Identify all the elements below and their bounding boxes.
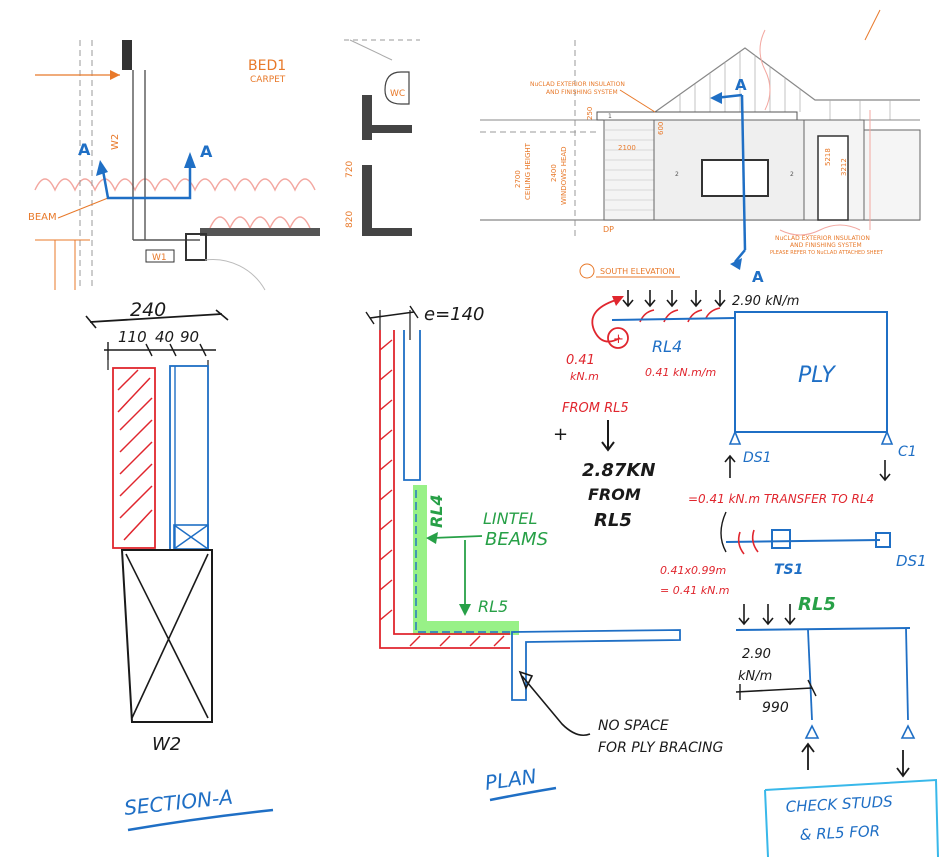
calc-ts1-label: TS1 bbox=[774, 562, 803, 578]
calc-support-c1: C1 bbox=[898, 444, 917, 460]
section-overall-width: 240 bbox=[130, 299, 166, 321]
cladding-note-top-2: AND FINISHING SYSTEM bbox=[546, 89, 618, 96]
calc-moment-value-1: 0.41 bbox=[566, 353, 595, 368]
cladding-note-bottom-1: NuCLAD EXTERIOR INSULATION bbox=[775, 235, 870, 242]
calc-plus: + bbox=[553, 424, 568, 445]
section-marker-left: A bbox=[78, 140, 91, 159]
elevation-marker-bottom: A bbox=[752, 268, 764, 286]
dim-600: 600 bbox=[657, 122, 665, 135]
check-note-box bbox=[764, 778, 939, 857]
check-note-2: & RL5 FOR bbox=[799, 822, 880, 844]
windows-head-value: 2400 bbox=[550, 164, 558, 182]
dim-250: 250 bbox=[586, 107, 594, 120]
panel-marker-3: 2 bbox=[790, 171, 794, 178]
plan-rl5-label: RL5 bbox=[478, 597, 508, 616]
scallop-line-left bbox=[34, 178, 316, 192]
floor-plan-window-label: W1 bbox=[152, 253, 167, 263]
calc-udl: 2.90 kN/m bbox=[732, 294, 799, 309]
calc-udl-2-value: 2.90 bbox=[742, 647, 771, 662]
plan-title: PLAN bbox=[483, 764, 538, 795]
calc-span-990: 990 bbox=[762, 700, 789, 716]
cladding-note-top-1: NuCLAD EXTERIOR INSULATION bbox=[530, 81, 625, 88]
calc-step-2: = 0.41 kN.m bbox=[660, 584, 730, 597]
cladding-note-bottom-3: PLEASE REFER TO NuCLAD ATTACHED SHEET bbox=[770, 250, 884, 256]
floor-plan-wall-label: W2 bbox=[110, 134, 121, 150]
plan-lintel-label-1: LINTEL bbox=[483, 509, 537, 528]
wc-label: WC bbox=[390, 89, 405, 99]
section-wall-label: W2 bbox=[152, 734, 181, 755]
calc-load-value: 2.87KN bbox=[582, 460, 655, 481]
section-sketch: 240 110 40 90 bbox=[85, 299, 274, 832]
calc-rl5-label: RL5 bbox=[798, 594, 836, 615]
section-marker-right: A bbox=[200, 142, 213, 161]
dim-720: 720 bbox=[345, 161, 355, 178]
elevation-marker-top: A bbox=[735, 76, 747, 94]
section-cut-marker: A A bbox=[78, 140, 213, 200]
dim-3212: 3212 bbox=[840, 158, 848, 176]
plan-note-1: NO SPACE bbox=[598, 718, 669, 734]
plan-lintel-label-2: BEAMS bbox=[485, 529, 548, 550]
floor-plan: W2 W1 BEAM BED1 CARPET WC 720 820 A A bbox=[28, 39, 420, 291]
calc-moment-value-2: kN.m bbox=[570, 370, 599, 383]
calc-udl-2-unit: kN/m bbox=[738, 669, 772, 684]
room-finish-label: CARPET bbox=[250, 75, 286, 85]
panel-marker-1: 1 bbox=[608, 113, 612, 120]
calc-ds1-label-2: DS1 bbox=[896, 552, 927, 570]
check-note-1: CHECK STUDS bbox=[785, 792, 893, 816]
section-dim-2: 40 bbox=[155, 328, 174, 346]
calc-transfer-note: =0.41 kN.m TRANSFER TO RL4 bbox=[688, 492, 874, 506]
section-dim-3: 90 bbox=[180, 328, 199, 346]
view-title-bubble bbox=[579, 263, 595, 279]
room-label: BED1 bbox=[248, 58, 286, 74]
calc-moment-rl4: 0.41 kN.m/m bbox=[645, 366, 716, 379]
calc-load-from: FROM bbox=[588, 485, 641, 504]
dim-2100: 2100 bbox=[618, 144, 636, 152]
calc-from-rl5: FROM RL5 bbox=[562, 401, 629, 416]
section-title: SECTION-A bbox=[123, 785, 234, 820]
dim-820: 820 bbox=[345, 211, 355, 228]
dim-5218: 5218 bbox=[824, 148, 832, 166]
moment-plus: + bbox=[613, 332, 624, 347]
dp-label: DP bbox=[603, 225, 614, 234]
plan-sketch: e=140 RL4 LINTEL BEAMS RL5 NO SPACE bbox=[365, 304, 723, 802]
calc-rl4-label: RL4 bbox=[652, 337, 682, 356]
section-dim-1: 110 bbox=[118, 328, 147, 346]
floor-plan-beam-label: BEAM bbox=[28, 212, 57, 223]
calc-ply-label: PLY bbox=[798, 363, 836, 388]
calc-support-ds1: DS1 bbox=[743, 450, 772, 466]
panel-marker-2: 2 bbox=[675, 171, 679, 178]
south-elevation: NuCLAD EXTERIOR INSULATION AND FINISHING… bbox=[480, 9, 921, 286]
calc-step-1: 0.41x0.99m bbox=[660, 564, 726, 577]
ceiling-height-label: CEILING HEIGHT bbox=[524, 142, 532, 200]
moment-circle bbox=[607, 327, 629, 349]
cladding-note-bottom-2: AND FINISHING SYSTEM bbox=[790, 242, 862, 249]
scallop-line-right bbox=[209, 216, 311, 230]
view-title: SOUTH ELEVATION bbox=[600, 267, 675, 276]
calc-load-source: RL5 bbox=[594, 510, 632, 531]
calc-sketch: 2.90 kN/m + 0.41 kN.m RL4 0.41 kN.m/m PL… bbox=[553, 290, 939, 857]
plan-eccentricity: e=140 bbox=[424, 304, 485, 325]
ceiling-height-value: 2700 bbox=[514, 170, 522, 188]
plan-rl4-label: RL4 bbox=[427, 494, 446, 528]
windows-head-label: WINDOWS HEAD bbox=[560, 146, 568, 205]
elevation-section-cut: A A bbox=[710, 76, 764, 286]
plan-note-2: FOR PLY BRACING bbox=[598, 740, 723, 756]
